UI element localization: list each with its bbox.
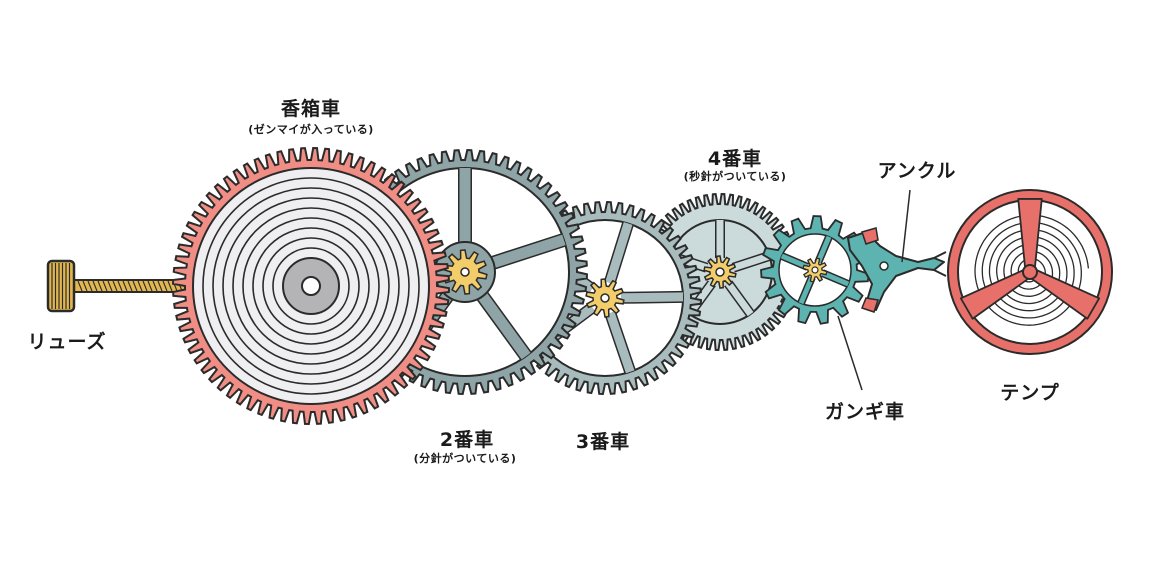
- thread-line: [162, 280, 168, 292]
- pallet-fork-body: [847, 231, 945, 311]
- thread-line: [157, 280, 163, 292]
- second-wheel-arbor: [460, 267, 470, 277]
- spoke: [477, 291, 531, 360]
- spoke: [732, 252, 771, 272]
- fork-horn-top: [933, 251, 947, 259]
- label-fourth-wheel: 4番車: [707, 148, 763, 170]
- thread-line: [142, 280, 148, 292]
- spoke: [725, 281, 754, 317]
- fourth-wheel-arbor: [715, 267, 725, 277]
- exit-pallet-jewel: [861, 297, 879, 313]
- spoke: [605, 311, 635, 374]
- label-escape-wheel: ガンギ車: [824, 401, 905, 423]
- spoke: [780, 253, 809, 270]
- barrel-arbor-hole: [301, 276, 321, 296]
- third-wheel-arbor: [600, 293, 610, 303]
- thread-line: [147, 280, 153, 292]
- thread-line: [82, 280, 88, 292]
- label-second-wheel: 2番車: [439, 429, 495, 451]
- spoke: [489, 234, 566, 269]
- leader-pallet-fork: [901, 189, 911, 263]
- label-balance: テンプ: [1000, 382, 1060, 404]
- hairspring-coil: [974, 214, 1090, 326]
- mainspring-coil: [252, 227, 370, 345]
- balance-wheel: [947, 189, 1113, 355]
- thread-line: [112, 280, 118, 292]
- crown-knurl: [51, 263, 71, 309]
- spoke: [798, 276, 815, 305]
- spoke: [815, 235, 832, 264]
- thread-line: [122, 280, 128, 292]
- mainspring-coil: [272, 247, 350, 325]
- barrel: [171, 146, 451, 426]
- spoke: [821, 270, 850, 287]
- crown-part: [46, 259, 189, 313]
- thread-line: [152, 280, 158, 292]
- thread-line: [132, 280, 138, 292]
- crown-knob: [46, 259, 76, 313]
- mainspring-coil: [212, 187, 410, 385]
- escape-wheel-arbor: [811, 266, 819, 274]
- escape-wheel-spokes: [780, 235, 850, 305]
- fork-horn-bottom: [933, 269, 947, 277]
- thread-line: [77, 280, 83, 292]
- balance-staff: [1022, 264, 1038, 280]
- thread-line: [87, 280, 93, 292]
- pallet-fork: [847, 227, 947, 313]
- entry-pallet-jewel: [861, 227, 879, 245]
- mainspring-coil: [262, 237, 360, 335]
- thread-line: [97, 280, 103, 292]
- label-pallet-fork: アンクル: [877, 160, 957, 182]
- spoke: [605, 222, 633, 285]
- leader-escape-wheel: [837, 315, 863, 391]
- pallet-arbor: [879, 261, 889, 271]
- label-third-wheel: 3番車: [575, 431, 631, 453]
- label-barrel-note: (ゼンマイが入っている): [248, 123, 374, 136]
- label-crown: リューズ: [27, 331, 107, 353]
- mainspring-coils: [202, 177, 420, 395]
- label-fourth-wheel-note: (秒針がついている): [683, 170, 787, 183]
- thread-line: [127, 280, 133, 292]
- label-second-wheel-note: (分針がついている): [413, 452, 517, 465]
- balance-arms: [959, 198, 1101, 320]
- mainspring-coil: [232, 207, 390, 365]
- thread-line: [92, 280, 98, 292]
- hairspring: [974, 214, 1090, 326]
- label-barrel: 香箱車: [280, 98, 341, 120]
- mainspring-coil: [202, 177, 420, 395]
- escapement: [760, 215, 947, 325]
- spoke: [620, 292, 684, 303]
- thread-line: [167, 280, 173, 292]
- thread-line: [137, 280, 143, 292]
- mainspring-coil: [222, 197, 400, 375]
- thread-line: [107, 280, 113, 292]
- mainspring-coil: [242, 217, 380, 355]
- thread-line: [102, 280, 108, 292]
- thread-line: [117, 280, 123, 292]
